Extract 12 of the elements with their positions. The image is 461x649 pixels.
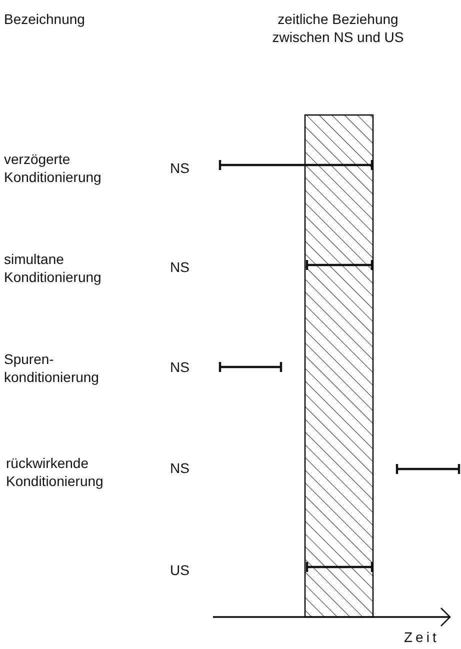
row-label: simultane Konditionierung [4, 251, 102, 285]
row-label: verzögerte Konditionierung [4, 151, 102, 185]
signal-label: NS [170, 160, 190, 176]
signal-label: US [170, 562, 190, 578]
row-label: Spuren- konditionierung [4, 351, 99, 385]
signal-label: NS [170, 259, 190, 275]
signal-label: NS [170, 460, 190, 476]
axis-label: Zeit [404, 629, 440, 645]
column-heading: Bezeichnung [4, 11, 85, 27]
row-label: rückwirkende Konditionierung [6, 455, 104, 489]
signal-label: NS [170, 359, 190, 375]
column-heading: zeitliche Beziehung zwischen NS und US [272, 11, 404, 45]
